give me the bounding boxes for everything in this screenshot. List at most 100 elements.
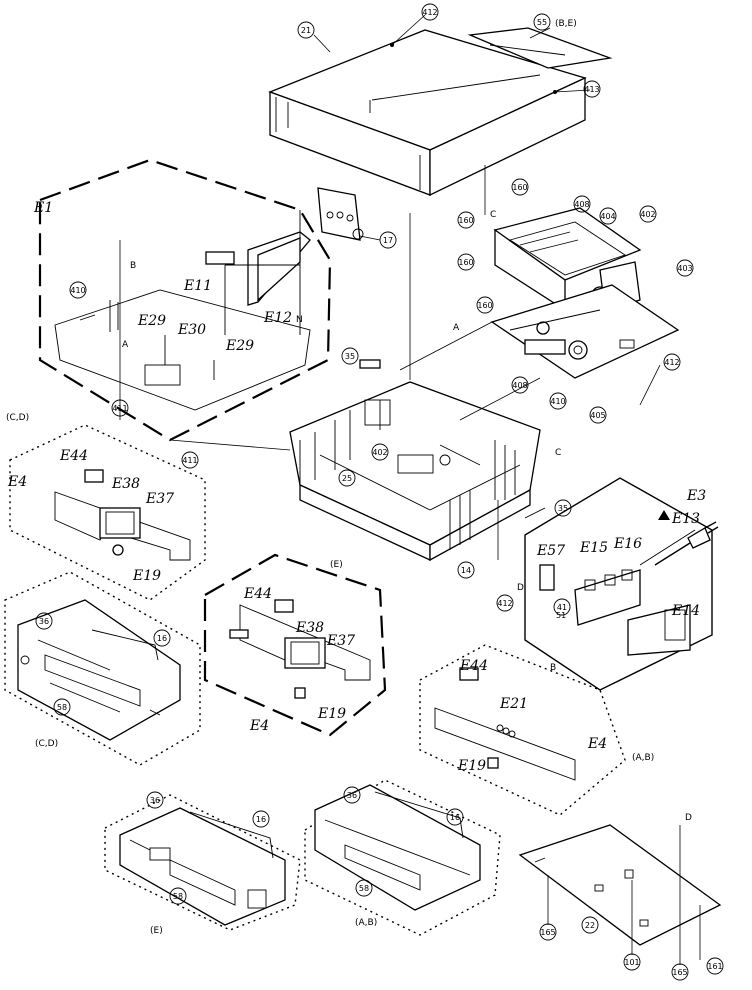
part-number: 404 (599, 207, 617, 225)
part-number-text: 36 (150, 796, 160, 805)
part-number: 405 (589, 406, 607, 424)
part-number: 412 (496, 594, 514, 612)
part-number-text: 402 (372, 448, 387, 457)
part-number-text: 160 (477, 301, 492, 310)
label-51: 51 (556, 611, 566, 620)
label-ref-d: D (685, 813, 692, 823)
part-number: 58 (53, 698, 71, 716)
part-number: 408 (573, 195, 591, 213)
part-number-text: 101 (624, 958, 639, 967)
label-e13: E13 (671, 511, 700, 527)
part-number-callouts: 21 412 413 55 17 35 35 411 411 160 408 4… (35, 3, 724, 981)
part-number-text: 165 (540, 928, 555, 937)
part-number: 25 (338, 469, 356, 487)
part-number: 411 (111, 399, 129, 417)
front-board-ab-group (419, 644, 626, 816)
part-number-text: 16 (450, 813, 460, 822)
part-number-text: 58 (173, 892, 183, 901)
label-e12: E12 (263, 310, 292, 326)
part-labels: (B,E) E1 E11 E12 N E29 E30 E29 B A A C C… (6, 19, 706, 936)
part-number-text: 36 (39, 617, 49, 626)
part-number-text: 411 (182, 456, 197, 465)
part-number: 402 (371, 443, 389, 461)
part-number-text: 408 (512, 381, 527, 390)
part-number-text: 408 (574, 200, 589, 209)
label-e19: E19 (317, 706, 346, 722)
front-panel-e-group (104, 794, 301, 931)
label-e4: E4 (587, 736, 607, 752)
label-ref-a: A (453, 323, 460, 333)
tape-mechanism (490, 207, 680, 379)
power-board-group (524, 477, 713, 691)
label-variant: (C,D) (35, 739, 58, 749)
part-number: 41 (553, 598, 571, 616)
part-number-text: 410 (70, 286, 85, 295)
bottom-plate (518, 824, 722, 965)
part-number-text: 412 (497, 599, 512, 608)
part-number-text: 410 (550, 397, 565, 406)
label-e44: E44 (243, 586, 272, 602)
part-number: 160 (457, 211, 475, 229)
part-number-text: 412 (664, 358, 679, 367)
label-ref-a: A (122, 340, 129, 350)
part-number-text: 405 (590, 411, 605, 420)
part-number: 58 (169, 887, 187, 905)
label-variant: (E) (330, 560, 343, 570)
label-e4: E4 (249, 718, 269, 734)
part-number-text: 41 (557, 603, 567, 612)
part-number: 161 (706, 957, 724, 975)
part-number-text: 403 (677, 264, 692, 273)
front-board-e-group (203, 553, 387, 737)
label-ref-b: B (550, 663, 556, 673)
label-e19: E19 (457, 758, 486, 774)
part-number-text: 14 (461, 566, 471, 575)
part-number: 21 (297, 21, 315, 39)
part-number-text: 160 (512, 183, 527, 192)
label-e57: E57 (536, 543, 565, 559)
part-number-text: 35 (345, 352, 355, 361)
label-e4: E4 (7, 474, 27, 490)
front-panel-cd-group (4, 571, 201, 766)
part-number-text: 16 (256, 815, 266, 824)
part-number-text: 413 (584, 85, 599, 94)
label-e30: E30 (177, 322, 206, 338)
part-number: 402 (639, 205, 657, 223)
part-number-text: 411 (112, 404, 127, 413)
label-e44: E44 (459, 658, 488, 674)
part-number: 412 (663, 353, 681, 371)
label-e12-suffix: N (296, 315, 303, 325)
label-e38: E38 (111, 476, 140, 492)
part-number: 408 (511, 376, 529, 394)
part-number: 413 (583, 80, 601, 98)
part-number: 55 (533, 13, 551, 31)
label-ref-c: C (555, 448, 561, 458)
label-e19: E19 (132, 568, 161, 584)
label-e14: E14 (671, 603, 700, 619)
part-number: 160 (457, 253, 475, 271)
part-number: 22 (581, 916, 599, 934)
label-variant: (E) (150, 926, 163, 936)
bracket (317, 187, 381, 241)
part-number: 14 (457, 561, 475, 579)
part-number-text: 22 (585, 921, 595, 930)
label-e29: E29 (225, 338, 254, 354)
label-ref-c: C (490, 210, 496, 220)
part-number: 16 (446, 808, 464, 826)
part-number: 58 (355, 879, 373, 897)
part-number-text: 16 (157, 634, 167, 643)
label-e15: E15 (579, 540, 608, 556)
part-number: 35 (554, 499, 572, 517)
part-number-text: 160 (458, 216, 473, 225)
part-number-text: 58 (359, 884, 369, 893)
part-number: 16 (153, 629, 171, 647)
label-e21: E21 (499, 696, 528, 712)
label-e3: E3 (686, 488, 706, 504)
label-ref-b: B (130, 261, 136, 271)
part-number-text: 161 (707, 962, 722, 971)
part-number-text: 165 (672, 968, 687, 977)
part-number: 160 (511, 178, 529, 196)
label-e16: E16 (613, 536, 642, 552)
label-e37: E37 (326, 633, 355, 649)
power-plug-icon (654, 521, 719, 566)
